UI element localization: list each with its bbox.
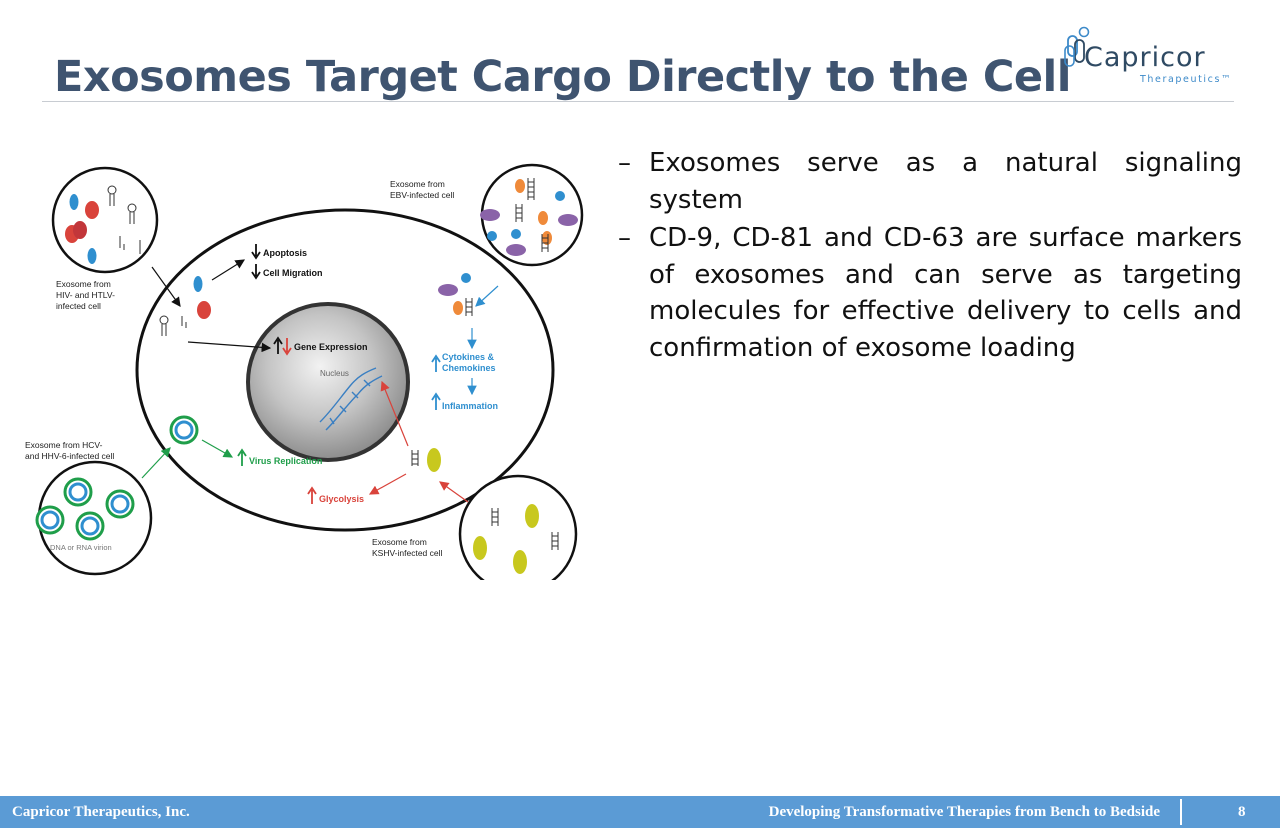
capricor-logo-mark-icon	[1064, 26, 1090, 67]
rna-ladder-icon	[491, 508, 559, 550]
arrow-ebv-entry	[475, 285, 499, 307]
protein-red	[197, 301, 211, 319]
down-arrow-icon	[251, 244, 261, 260]
effect-cytokines-line1: Cytokines &	[442, 352, 495, 362]
protein-red	[73, 221, 87, 239]
label-virion: DNA or RNA virion	[50, 543, 112, 552]
bullet-dash: –	[618, 148, 631, 178]
protein-yellow	[427, 448, 441, 472]
up-arrow-icon	[431, 392, 441, 410]
down-arrow-icon	[251, 264, 261, 280]
nucleus	[246, 302, 410, 462]
up-arrow-icon	[431, 354, 441, 372]
protein-yellow	[525, 504, 539, 528]
protein-purple	[480, 209, 500, 221]
bullet-dash: –	[618, 223, 631, 253]
footer-company: Capricor Therapeutics, Inc.	[12, 804, 190, 820]
arrow-to-apoptosis	[211, 259, 246, 281]
arrow-hiv-entry	[151, 266, 181, 307]
rna-hairpin-icon	[107, 185, 141, 254]
label-kshv-line1: Exosome from	[372, 537, 427, 547]
logo-tagline: Therapeutics™	[1140, 74, 1233, 85]
label-hiv-line2: HIV- and HTLV-	[56, 290, 115, 300]
protein-yellow	[473, 536, 487, 560]
arrow-kshv-entry	[439, 481, 469, 503]
bullet-text: CD-9, CD-81 and CD-63 are surface marker…	[649, 223, 1242, 363]
logo-wordmark: Capricor	[1084, 42, 1206, 73]
effect-inflammation: Inflammation	[442, 401, 498, 411]
protein-orange	[453, 301, 463, 315]
protein-blue	[555, 191, 565, 201]
footer-bar: Capricor Therapeutics, Inc. Developing T…	[0, 796, 1280, 828]
virion-core	[174, 420, 194, 440]
protein-purple	[438, 284, 458, 296]
slide-title: Exosomes Target Cargo Directly to the Ce…	[54, 52, 1072, 102]
bullet-item: –CD-9, CD-81 and CD-63 are surface marke…	[618, 220, 1242, 366]
label-hcv-line2: and HHV-6-infected cell	[25, 451, 114, 461]
label-hiv-line1: Exosome from	[56, 279, 111, 289]
footer-divider	[1180, 799, 1182, 825]
exosome-kshv	[458, 474, 578, 580]
rna-ladder-icon	[411, 298, 473, 466]
protein-red	[85, 201, 99, 219]
label-hiv-line3: infected cell	[56, 301, 101, 311]
protein-orange	[538, 211, 548, 225]
effect-cell-migration: Cell Migration	[263, 268, 323, 278]
bullet-list: –Exosomes serve as a natural signaling s…	[618, 145, 1242, 368]
bullet-text: Exosomes serve as a natural signaling sy…	[649, 148, 1242, 215]
protein-blue	[87, 248, 97, 264]
up-arrow-icon	[273, 336, 283, 354]
protein-blue	[193, 276, 203, 292]
virion-group	[35, 477, 135, 541]
arrow-to-virus-replication	[201, 439, 234, 458]
label-kshv-line2: KSHV-infected cell	[372, 548, 443, 558]
down-arrow-icon	[282, 338, 292, 356]
rna-hairpin-icon	[159, 315, 187, 336]
arrow-hcv-entry	[141, 447, 171, 479]
effect-glycolysis: Glycolysis	[319, 494, 364, 504]
protein-blue	[511, 229, 521, 239]
rna-ladder-icon	[515, 178, 549, 252]
label-ebv-line1: Exosome from	[390, 179, 445, 189]
exosome-hiv	[51, 166, 159, 274]
bullet-item: –Exosomes serve as a natural signaling s…	[618, 145, 1242, 218]
protein-blue	[69, 194, 79, 210]
arrow-to-nucleus	[380, 380, 409, 447]
label-ebv-line2: EBV-infected cell	[390, 190, 454, 200]
nucleus-label: Nucleus	[320, 369, 349, 378]
page-number: 8	[1238, 804, 1246, 820]
protein-purple	[506, 244, 526, 256]
title-underline	[42, 101, 1234, 102]
protein-purple	[558, 214, 578, 226]
up-arrow-icon	[237, 448, 247, 466]
effect-virus-replication: Virus Replication	[249, 456, 322, 466]
effect-apoptosis: Apoptosis	[263, 248, 307, 258]
footer-tagline: Developing Transformative Therapies from…	[768, 804, 1160, 820]
arrow-to-glycolysis	[368, 473, 407, 495]
effect-cytokines-line2: Chemokines	[442, 363, 496, 373]
protein-yellow	[513, 550, 527, 574]
protein-orange	[515, 179, 525, 193]
dna-helix-icon	[319, 367, 383, 431]
protein-blue	[487, 231, 497, 241]
exosome-cell-diagram: Nucleus Exosome from EBV-infected cell E…	[25, 163, 584, 580]
effect-gene-expression: Gene Expression	[294, 342, 368, 352]
label-hcv-line1: Exosome from HCV-	[25, 440, 103, 450]
arrow-to-gene-expression	[187, 341, 272, 353]
up-arrow-icon	[307, 486, 317, 504]
company-logo: Capricor Therapeutics™	[1058, 24, 1238, 94]
protein-blue	[461, 273, 471, 283]
